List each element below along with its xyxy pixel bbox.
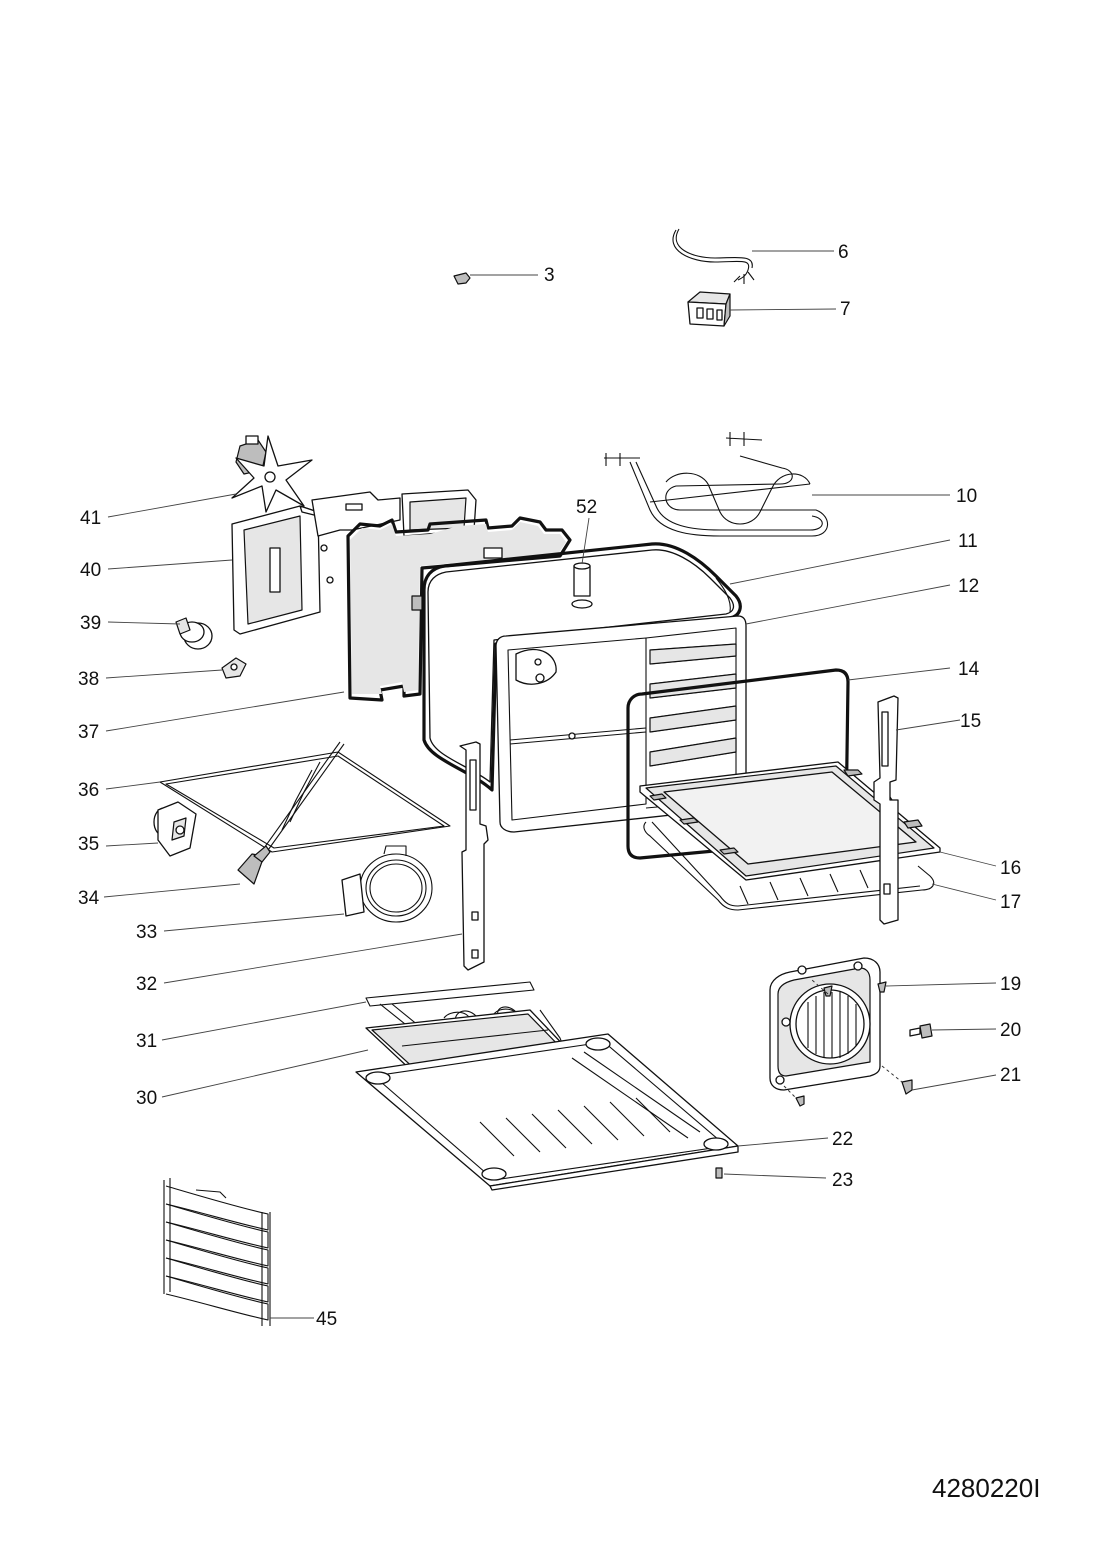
part-3-clip [453, 272, 538, 285]
callout-labels: 3 6 7 10 11 12 14 15 16 17 19 20 21 22 2… [78, 242, 1021, 1330]
part-20-screw [909, 1023, 997, 1039]
callout-32: 32 [136, 974, 157, 995]
callout-23: 23 [832, 1170, 853, 1191]
callout-31: 31 [136, 1031, 157, 1052]
callout-6: 6 [838, 242, 849, 263]
part-35-rotisserie-motor [105, 801, 197, 857]
part-21-screws [783, 1065, 997, 1107]
part-19-fan-cover [769, 957, 997, 1091]
callout-45: 45 [316, 1309, 337, 1330]
callout-34: 34 [78, 888, 100, 909]
part-41-fan-motor [107, 435, 313, 518]
callout-36: 36 [78, 780, 99, 801]
callout-16: 16 [1000, 858, 1021, 879]
part-37-back-insulation [105, 516, 572, 732]
part-10-grill-element [604, 432, 950, 537]
part-39-lamp-holder [107, 617, 213, 650]
part-45-side-rack [163, 1178, 314, 1326]
callout-39: 39 [80, 613, 101, 634]
callout-40: 40 [80, 560, 101, 581]
callout-15: 15 [960, 711, 981, 732]
part-34-rotisserie-spit [103, 741, 345, 898]
part-23-foot [715, 1167, 827, 1179]
callout-30: 30 [136, 1088, 157, 1109]
callout-33: 33 [136, 922, 157, 943]
callout-41: 41 [80, 508, 101, 529]
callout-37: 37 [78, 722, 99, 743]
part-36-wire-frame [105, 751, 451, 853]
callout-20: 20 [1000, 1020, 1021, 1041]
callout-3: 3 [544, 265, 555, 286]
part-6-cable [672, 228, 834, 284]
part-12-oven-cavity [495, 584, 951, 833]
callout-35: 35 [78, 834, 99, 855]
callout-11: 11 [958, 531, 978, 552]
part-38-lamp-cover [105, 657, 247, 679]
part-15-side-rail-right [873, 695, 961, 925]
callout-19: 19 [1000, 974, 1021, 995]
part-33-circular-element [163, 845, 433, 932]
callout-7: 7 [840, 299, 851, 320]
part-16-baking-tray [639, 761, 997, 881]
callout-38: 38 [78, 669, 99, 690]
callout-21: 21 [1000, 1065, 1021, 1086]
callout-14: 14 [958, 659, 980, 680]
part-22-oven-base [355, 1033, 829, 1191]
callout-12: 12 [958, 576, 979, 597]
part-32-side-rail-left [163, 741, 489, 984]
part-11-oven-wrap [411, 517, 951, 792]
callout-52: 52 [576, 497, 597, 518]
callout-10: 10 [956, 486, 977, 507]
part-17-wire-shelf [643, 821, 997, 911]
part-40-rear-cover [107, 489, 477, 635]
document-code: 4280220I [932, 1473, 1040, 1503]
part-7-terminal-block [687, 291, 837, 327]
callout-17: 17 [1000, 892, 1021, 913]
callout-22: 22 [832, 1129, 853, 1150]
